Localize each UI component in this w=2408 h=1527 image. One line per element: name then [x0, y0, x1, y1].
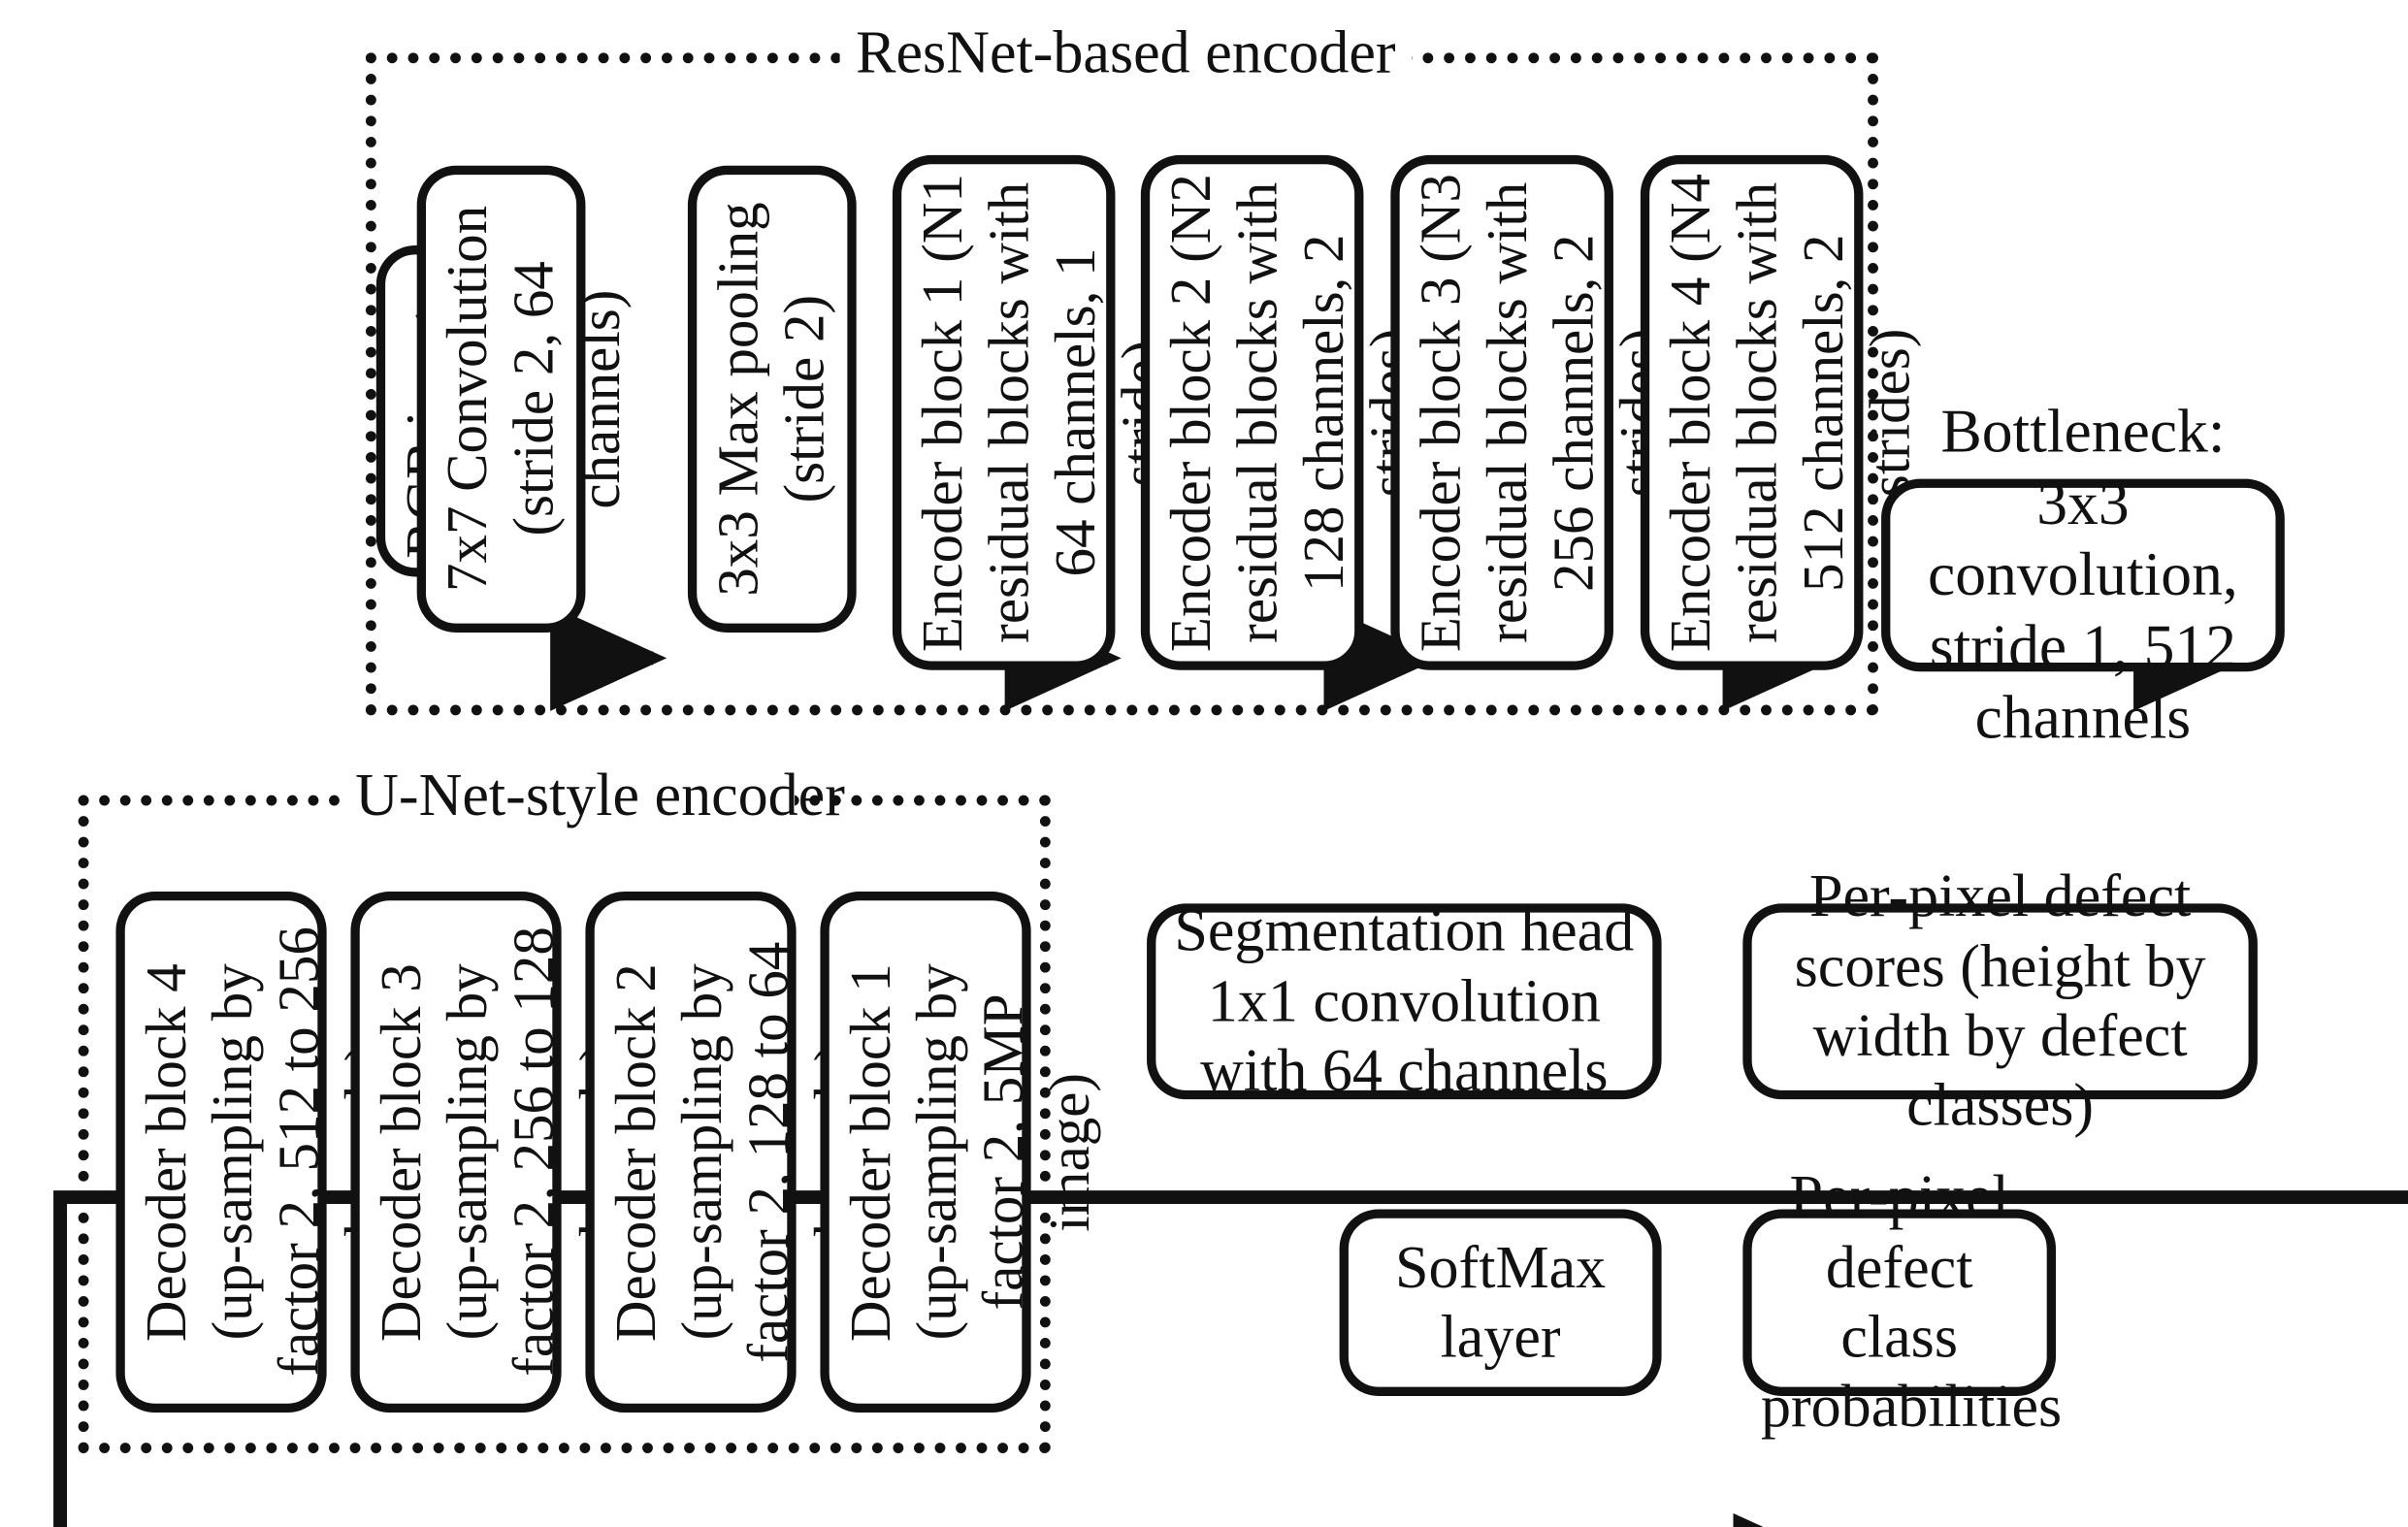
node-encoder-block-4[interactable]: Encoder block 4 (N4 residual blocks with…	[1640, 154, 1922, 670]
unet-decoder-group-title: U-Net-style encoder	[342, 764, 845, 826]
node-encoder-block-1[interactable]: Encoder block 1 (N1 residual blocks with…	[892, 154, 1174, 670]
node-encoder-block-3[interactable]: Encoder block 3 (N3 residual blocks with…	[1390, 154, 1673, 670]
node-decoder-block-3[interactable]: Decoder block 3 (up-sampling by factor 2…	[350, 891, 633, 1413]
node-decoder-block-2[interactable]: Decoder block 2 (up-sampling by factor 2…	[585, 891, 867, 1413]
node-per-pixel-defect-scores[interactable]: Per-pixel defect scores (height by width…	[1742, 861, 2258, 1139]
node-per-pixel-defect-probabilities[interactable]: Per-pixel defect class probabilities	[1742, 1163, 2062, 1441]
resnet-encoder-group-title: ResNet-based encoder	[839, 22, 1413, 83]
node-segmentation-head[interactable]: Segmentation head 1x1 convolution with 6…	[1147, 896, 1662, 1104]
node-bottleneck[interactable]: Bottleneck: 3x3 convolution, stride 1, 5…	[1881, 396, 2285, 752]
node-3x3-max-pooling[interactable]: 3x3 Max pooling (stride 2)	[687, 165, 857, 633]
node-decoder-block-1[interactable]: Decoder block 1 (up-sampling by factor 2…	[820, 891, 1102, 1413]
node-encoder-block-2[interactable]: Encoder block 2 (N2 residual blocks with…	[1140, 154, 1422, 670]
node-7x7-convolution[interactable]: 7x7 Convolution (stride 2, 64 channels)	[416, 165, 633, 633]
node-decoder-block-4[interactable]: Decoder block 4 (up-sampling by factor 2…	[115, 891, 398, 1413]
node-softmax-layer[interactable]: SoftMax layer	[1339, 1209, 1662, 1396]
